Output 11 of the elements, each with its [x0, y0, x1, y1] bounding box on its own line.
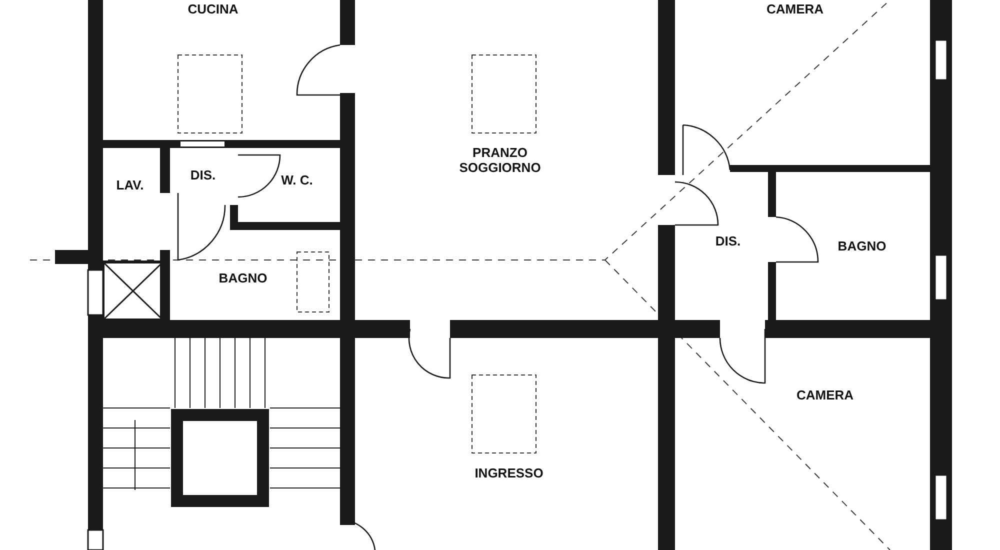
room-label: DIS. — [190, 168, 216, 182]
room-label: PRANZO SOGGIORNO — [445, 145, 555, 175]
room-label: DIS. — [715, 234, 741, 248]
room-label: BAGNO — [838, 238, 886, 254]
room-label: LAV. — [116, 178, 144, 192]
room-label: CUCINA — [188, 2, 238, 16]
room-label: INGRESSO — [474, 466, 544, 480]
room-label: BAGNO — [218, 270, 268, 286]
room-label: CAMERA — [766, 2, 824, 16]
room-label: CAMERA — [796, 388, 854, 402]
room-label: W. C. — [281, 172, 313, 188]
